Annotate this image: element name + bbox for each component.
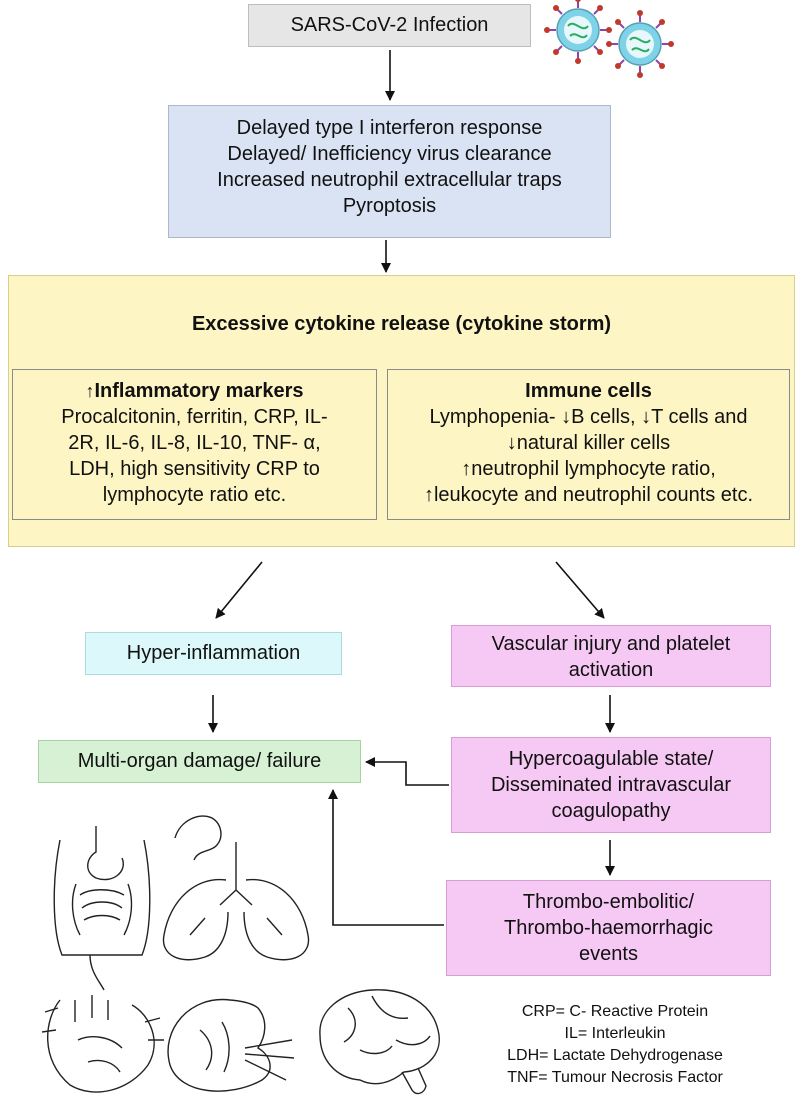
virus-icon xyxy=(544,0,612,64)
mechanism-line: Delayed type I interferon response xyxy=(236,117,543,139)
down-arrow-icon: ↓ xyxy=(641,406,652,428)
hypercoagulable-box: Hypercoagulable state/ Disseminated intr… xyxy=(451,737,771,833)
immune-line: ↑leukocyte and neutrophil counts etc. xyxy=(388,482,789,508)
digestive-system-icon xyxy=(53,826,151,991)
heart-icon xyxy=(41,995,164,1093)
arrow-hypercoag-to-multi xyxy=(365,757,449,786)
up-arrow-icon: ↑ xyxy=(85,381,95,401)
inflammatory-markers-box: ↑Inflammatory markers Procalcitonin, fer… xyxy=(12,369,377,520)
thrombo-line: events xyxy=(579,943,638,965)
cytokine-storm-title: Excessive cytokine release (cytokine sto… xyxy=(191,313,612,335)
immune-line: Lymphopenia- ↓B cells, ↓T cells and xyxy=(388,404,789,430)
legend-line: CRP= C- Reactive Protein xyxy=(521,1003,709,1020)
multi-organ-failure-box: Multi-organ damage/ failure xyxy=(38,740,361,783)
immune-text: T cells and xyxy=(651,406,748,428)
mechanism-line: Pyroptosis xyxy=(342,195,437,217)
immune-text: natural killer cells xyxy=(516,432,671,454)
lungs-icon xyxy=(162,815,310,961)
immune-cells-box: Immune cells Lymphopenia- ↓B cells, ↓T c… xyxy=(387,369,790,520)
hypercoagulable-line: Disseminated intravascular xyxy=(490,774,732,796)
immune-line: ↑neutrophil lymphocyte ratio, xyxy=(388,456,789,482)
marker-line: LDH, high sensitivity CRP to xyxy=(69,458,320,480)
hypercoagulable-line: Hypercoagulable state/ xyxy=(508,748,714,770)
mechanism-line: Increased neutrophil extracellular traps xyxy=(217,169,562,191)
down-arrow-icon: ↓ xyxy=(561,406,572,428)
virus-icon xyxy=(606,10,674,78)
arrow-thrombo-to-multi xyxy=(328,789,444,926)
early-mechanisms-box: Delayed type I interferon response Delay… xyxy=(168,105,611,238)
down-arrow-icon: ↓ xyxy=(506,432,517,454)
marker-line: 2R, IL-6, IL-8, IL-10, TNF- α, xyxy=(68,432,321,454)
vascular-line: activation xyxy=(568,659,654,681)
hypercoagulable-line: coagulopathy xyxy=(551,800,671,822)
up-arrow-icon: ↑ xyxy=(461,458,472,480)
thrombotic-events-box: Thrombo-embolitic/ Thrombo-haemorrhagic … xyxy=(446,880,771,976)
marker-line: Procalcitonin, ferritin, CRP, IL- xyxy=(61,406,328,428)
hyper-inflammation-box: Hyper-inflammation xyxy=(85,632,342,675)
legend-line: LDH= Lactate Dehydrogenase xyxy=(507,1047,723,1064)
immune-line: ↓natural killer cells xyxy=(388,430,789,456)
immune-cells-heading: Immune cells xyxy=(525,380,652,402)
vascular-line: Vascular injury and platelet xyxy=(491,633,731,655)
inflammatory-heading-text: Inflammatory markers xyxy=(94,380,304,402)
legend-line: TNF= Tumour Necrosis Factor xyxy=(507,1069,723,1086)
immune-text: B cells, xyxy=(571,406,642,428)
sars-cov-2-infection-box: SARS-CoV-2 Infection xyxy=(248,4,531,47)
cytokine-storm-panel: Excessive cytokine release (cytokine sto… xyxy=(8,275,795,547)
marker-line: lymphocyte ratio etc. xyxy=(102,484,287,506)
thrombo-line: Thrombo-haemorrhagic xyxy=(504,917,713,939)
kidney-icon xyxy=(167,998,295,1092)
brain-icon xyxy=(319,989,440,1095)
vascular-injury-box: Vascular injury and platelet activation xyxy=(451,625,771,687)
immune-text: Lymphopenia- xyxy=(429,406,562,428)
immune-text: neutrophil lymphocyte ratio, xyxy=(471,458,716,480)
arrow-storm-to-vascular xyxy=(555,561,605,619)
thrombo-line: Thrombo-embolitic/ xyxy=(522,891,695,913)
legend-line: IL= Interleukin xyxy=(564,1025,666,1042)
up-arrow-icon: ↑ xyxy=(423,484,434,506)
immune-text: leukocyte and neutrophil counts etc. xyxy=(433,484,754,506)
inflammatory-markers-heading: ↑Inflammatory markers xyxy=(13,378,376,404)
mechanism-line: Delayed/ Inefficiency virus clearance xyxy=(227,143,552,165)
abbreviation-legend: CRP= C- Reactive Protein IL= Interleukin… xyxy=(465,1001,765,1089)
arrow-storm-to-hyper xyxy=(215,561,263,619)
